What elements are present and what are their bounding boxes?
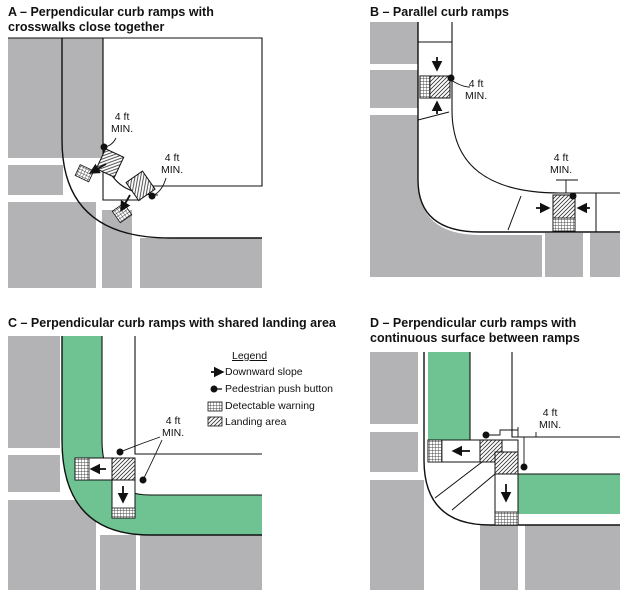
building-block <box>370 115 418 277</box>
crosshatch-icon <box>207 401 223 412</box>
landing-area <box>111 457 136 481</box>
building-edge <box>511 352 620 438</box>
push-button-icon <box>447 74 455 82</box>
legend-label: Pedestrian push button <box>225 383 333 395</box>
dimension-label: 4 ft MIN. <box>539 407 562 431</box>
dimension-label: 4 ft MIN. <box>111 111 134 135</box>
dimension-leader <box>450 79 471 88</box>
legend-label: Downward slope <box>225 366 303 378</box>
building-block <box>8 165 63 195</box>
building-block <box>8 336 60 448</box>
dimension-leader <box>103 137 117 148</box>
diagonal-hatch-icon <box>207 416 223 427</box>
building-block <box>525 525 620 590</box>
building-block <box>370 22 418 64</box>
curb-ramp <box>95 148 125 178</box>
building-block <box>140 535 262 590</box>
building-block <box>590 233 620 277</box>
ramp-edge <box>507 195 522 231</box>
building-block <box>140 238 262 288</box>
dimension-leader <box>556 179 578 193</box>
ramp-edge <box>417 111 450 121</box>
dimension-leader <box>119 436 163 481</box>
downward-slope-arrow <box>120 194 131 213</box>
building-block <box>8 38 103 158</box>
sidewalk-inner-edge <box>451 22 620 194</box>
curb-line <box>417 22 620 233</box>
detectable-warning <box>494 511 519 526</box>
landing-area <box>494 451 519 475</box>
panel-a <box>8 37 263 288</box>
dimension-leader <box>486 427 537 467</box>
building-block <box>100 535 136 590</box>
panel-d-title: D – Perpendicular curb ramps with contin… <box>370 316 580 345</box>
panel-c <box>8 336 262 590</box>
curb-line <box>61 38 262 239</box>
detectable-warning <box>552 217 576 232</box>
crosswalk <box>428 352 470 440</box>
building-edge <box>134 336 262 455</box>
legend-label: Landing area <box>225 416 287 428</box>
push-button-icon <box>569 192 577 200</box>
panel-a-title: A – Perpendicular curb ramps with crossw… <box>8 5 214 34</box>
curb-line <box>61 336 262 536</box>
dimension-leader <box>151 177 167 197</box>
building-block <box>8 455 60 492</box>
detectable-warning <box>74 164 95 183</box>
legend <box>207 366 225 427</box>
crosswalk <box>518 474 620 514</box>
building-block <box>370 432 418 472</box>
legend-label: Detectable warning <box>225 400 315 412</box>
panel-b-title: B – Parallel curb ramps <box>370 5 509 19</box>
panel-c-title: C – Perpendicular curb ramps with shared… <box>8 316 336 330</box>
building-block <box>102 210 132 288</box>
building-block <box>370 352 418 424</box>
building-block <box>370 70 418 108</box>
dimension-label: 4 ft MIN. <box>550 152 573 176</box>
building-block <box>8 500 96 590</box>
dimension-label: 4 ft MIN. <box>465 78 488 102</box>
downward-slope-arrow <box>88 163 107 174</box>
building-block <box>480 525 518 590</box>
legend-heading: Legend <box>232 350 268 362</box>
building-block <box>370 480 424 590</box>
detectable-warning <box>74 457 90 481</box>
building-block <box>8 202 96 288</box>
detectable-warning <box>111 507 136 519</box>
building-block <box>545 233 583 277</box>
dimension-label: 4 ft MIN. <box>161 152 184 176</box>
curb-ramp <box>125 170 156 202</box>
surface-edge <box>434 461 483 499</box>
dimension-label: 4 ft MIN. <box>162 415 185 439</box>
panel-d <box>370 352 620 590</box>
surface-edge <box>451 473 496 511</box>
curb-line <box>423 352 620 526</box>
panel-b <box>370 22 620 277</box>
detectable-warning <box>419 75 431 99</box>
detectable-warning <box>427 439 443 463</box>
building-block <box>418 115 542 277</box>
